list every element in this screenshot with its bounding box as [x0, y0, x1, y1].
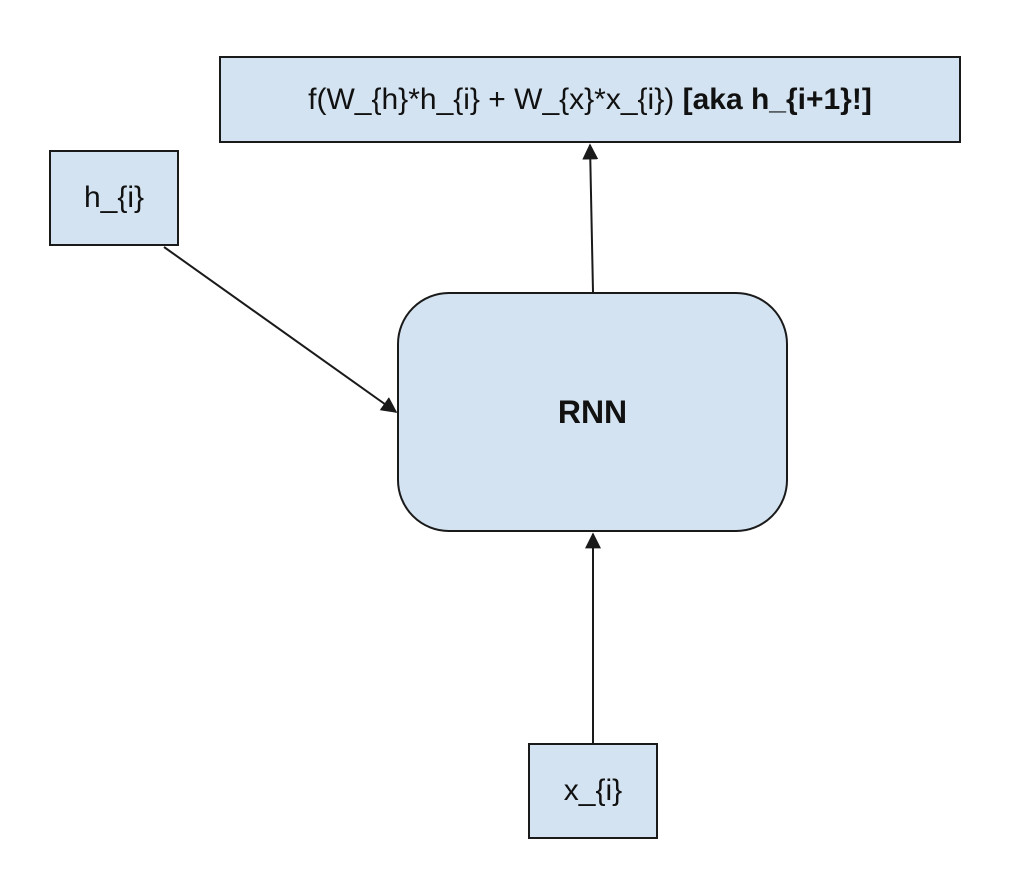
arrow-hidden-to-rnn [163, 246, 398, 413]
hidden-state-node: h_{i} [49, 150, 179, 246]
output-node: f(W_{h}*h_{i} + W_{x}*x_{i}) [aka h_{i+1… [219, 56, 961, 143]
hidden-state-label: h_{i} [83, 181, 145, 214]
rnn-node: RNN [397, 292, 788, 532]
output-aka-note: [aka h_{i+1}!] [682, 82, 872, 116]
input-node: x_{i} [528, 743, 658, 839]
input-label: x_{i} [563, 774, 623, 807]
output-formula: f(W_{h}*h_{i} + W_{x}*x_{i}) [308, 82, 683, 116]
arrow-rnn-to-output [582, 143, 599, 293]
rnn-label: RNN [557, 393, 628, 430]
